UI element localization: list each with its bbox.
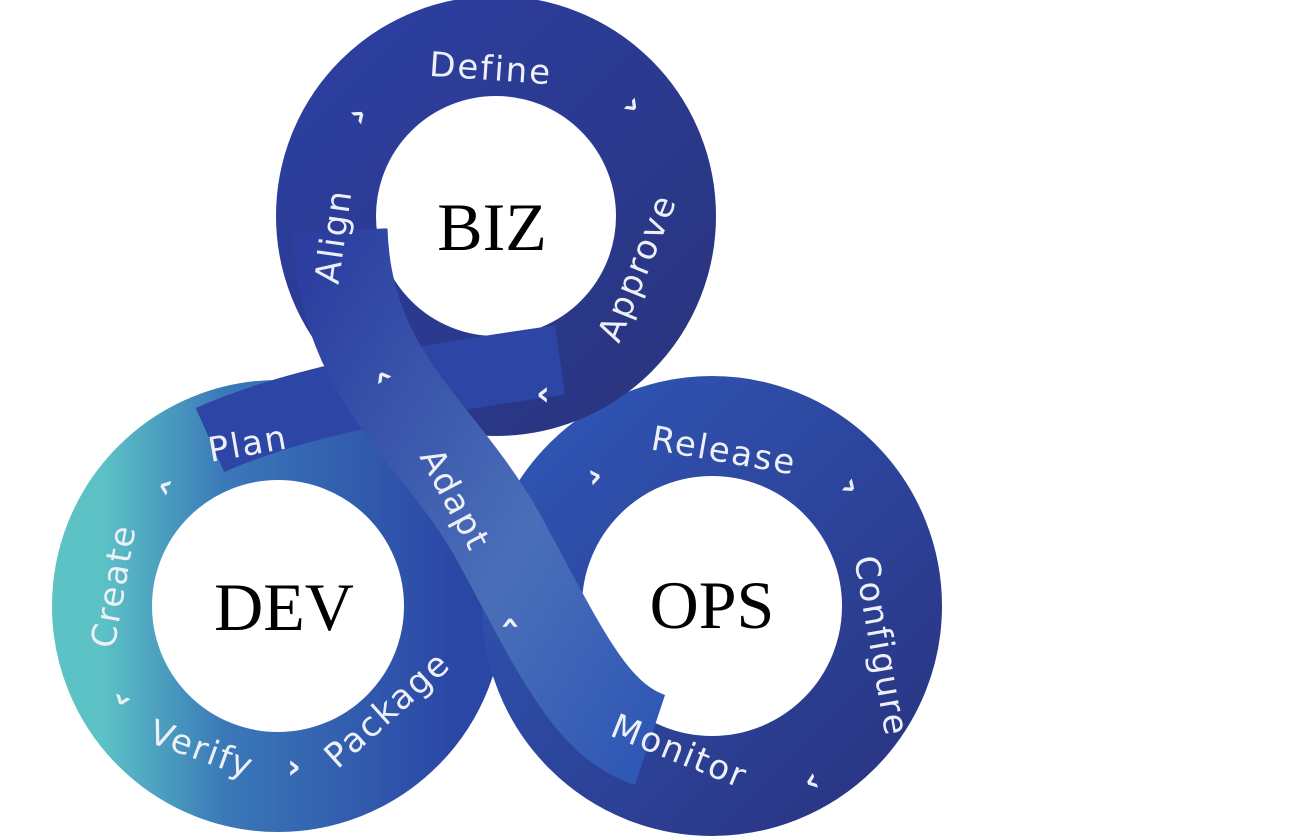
chevron-icon: › xyxy=(489,616,529,630)
chevron-icon: › xyxy=(585,455,606,497)
ops-label: OPS xyxy=(650,567,775,643)
biz-label: BIZ xyxy=(437,189,547,265)
adapt-band xyxy=(292,227,668,786)
dev-label: DEV xyxy=(214,569,354,645)
chevron-icon: › xyxy=(287,747,301,787)
chevron-icon: › xyxy=(536,376,550,416)
stage-define: Define xyxy=(428,45,553,93)
